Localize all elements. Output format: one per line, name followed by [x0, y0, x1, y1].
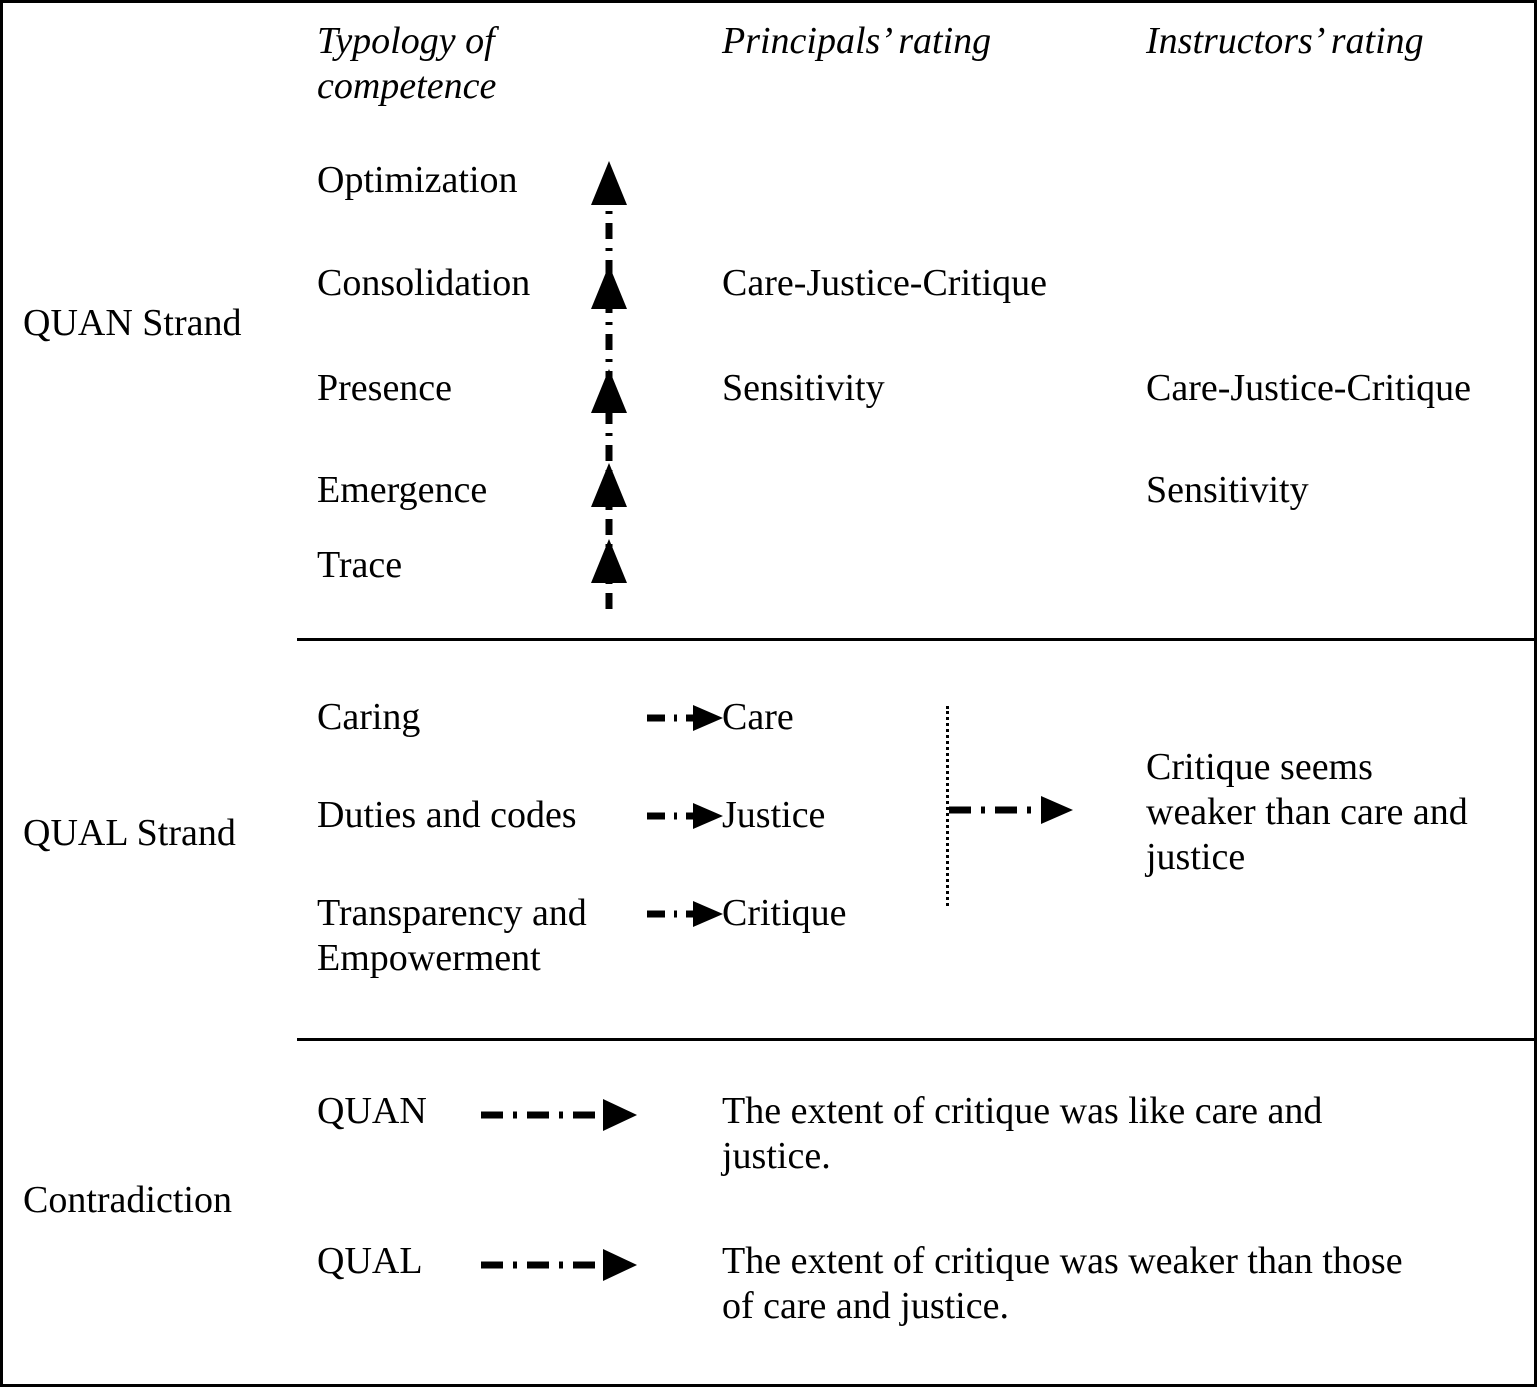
column-header-typology: Typology of competence: [317, 20, 497, 107]
typology-term-trace: Trace: [317, 544, 403, 586]
contradiction-text-qual: The extent of critique was weaker than t…: [722, 1240, 1403, 1327]
contradiction-strand-quan: QUAN: [317, 1090, 427, 1132]
qual-target-justice: Justice: [722, 794, 826, 836]
qual-target-critique: Critique: [722, 892, 847, 934]
quan-principals-rating-presence: Sensitivity: [722, 367, 885, 409]
qual-conclusion-arrow-icon: [949, 795, 1077, 825]
band-separator-qual-contradiction: [297, 1038, 1534, 1041]
vertical-dotted-brace-icon: [946, 706, 949, 906]
upward-progression-arrow-icon: [581, 161, 637, 611]
contradiction-arrow-qual-icon: [481, 1249, 641, 1281]
column-header-principals-rating: Principals’ rating: [722, 20, 992, 62]
quan-instructors-rating-presence: Care-Justice-Critique: [1146, 367, 1472, 409]
typology-term-emergence: Emergence: [317, 469, 488, 511]
contradiction-text-quan: The extent of critique was like care and…: [722, 1090, 1323, 1177]
band-separator-quan-qual: [297, 638, 1534, 641]
mapping-arrow-duties-to-justice-icon: [647, 801, 727, 831]
typology-term-optimization: Optimization: [317, 159, 518, 201]
quan-instructors-rating-emergence: Sensitivity: [1146, 469, 1309, 511]
contradiction-strand-qual: QUAL: [317, 1240, 423, 1282]
band-label-contradiction: Contradiction: [23, 1179, 232, 1221]
qual-source-caring: Caring: [317, 696, 421, 738]
mapping-arrow-caring-to-care-icon: [647, 703, 727, 733]
column-header-instructors-rating: Instructors’ rating: [1146, 20, 1424, 62]
qual-source-duties-and-codes: Duties and codes: [317, 794, 577, 836]
band-label-quan-strand: QUAN Strand: [23, 302, 242, 344]
qual-target-care: Care: [722, 696, 794, 738]
qual-source-transparency-and-empowerment: Transparency and Empowerment: [317, 892, 587, 979]
band-label-qual-strand: QUAL Strand: [23, 812, 236, 854]
contradiction-arrow-quan-icon: [481, 1099, 641, 1131]
mapping-arrow-transparency-to-critique-icon: [647, 899, 727, 929]
qual-conclusion-text: Critique seems weaker than care and just…: [1146, 746, 1468, 878]
quan-principals-rating-consolidation: Care-Justice-Critique: [722, 262, 1048, 304]
typology-term-presence: Presence: [317, 367, 453, 409]
typology-term-consolidation: Consolidation: [317, 262, 531, 304]
